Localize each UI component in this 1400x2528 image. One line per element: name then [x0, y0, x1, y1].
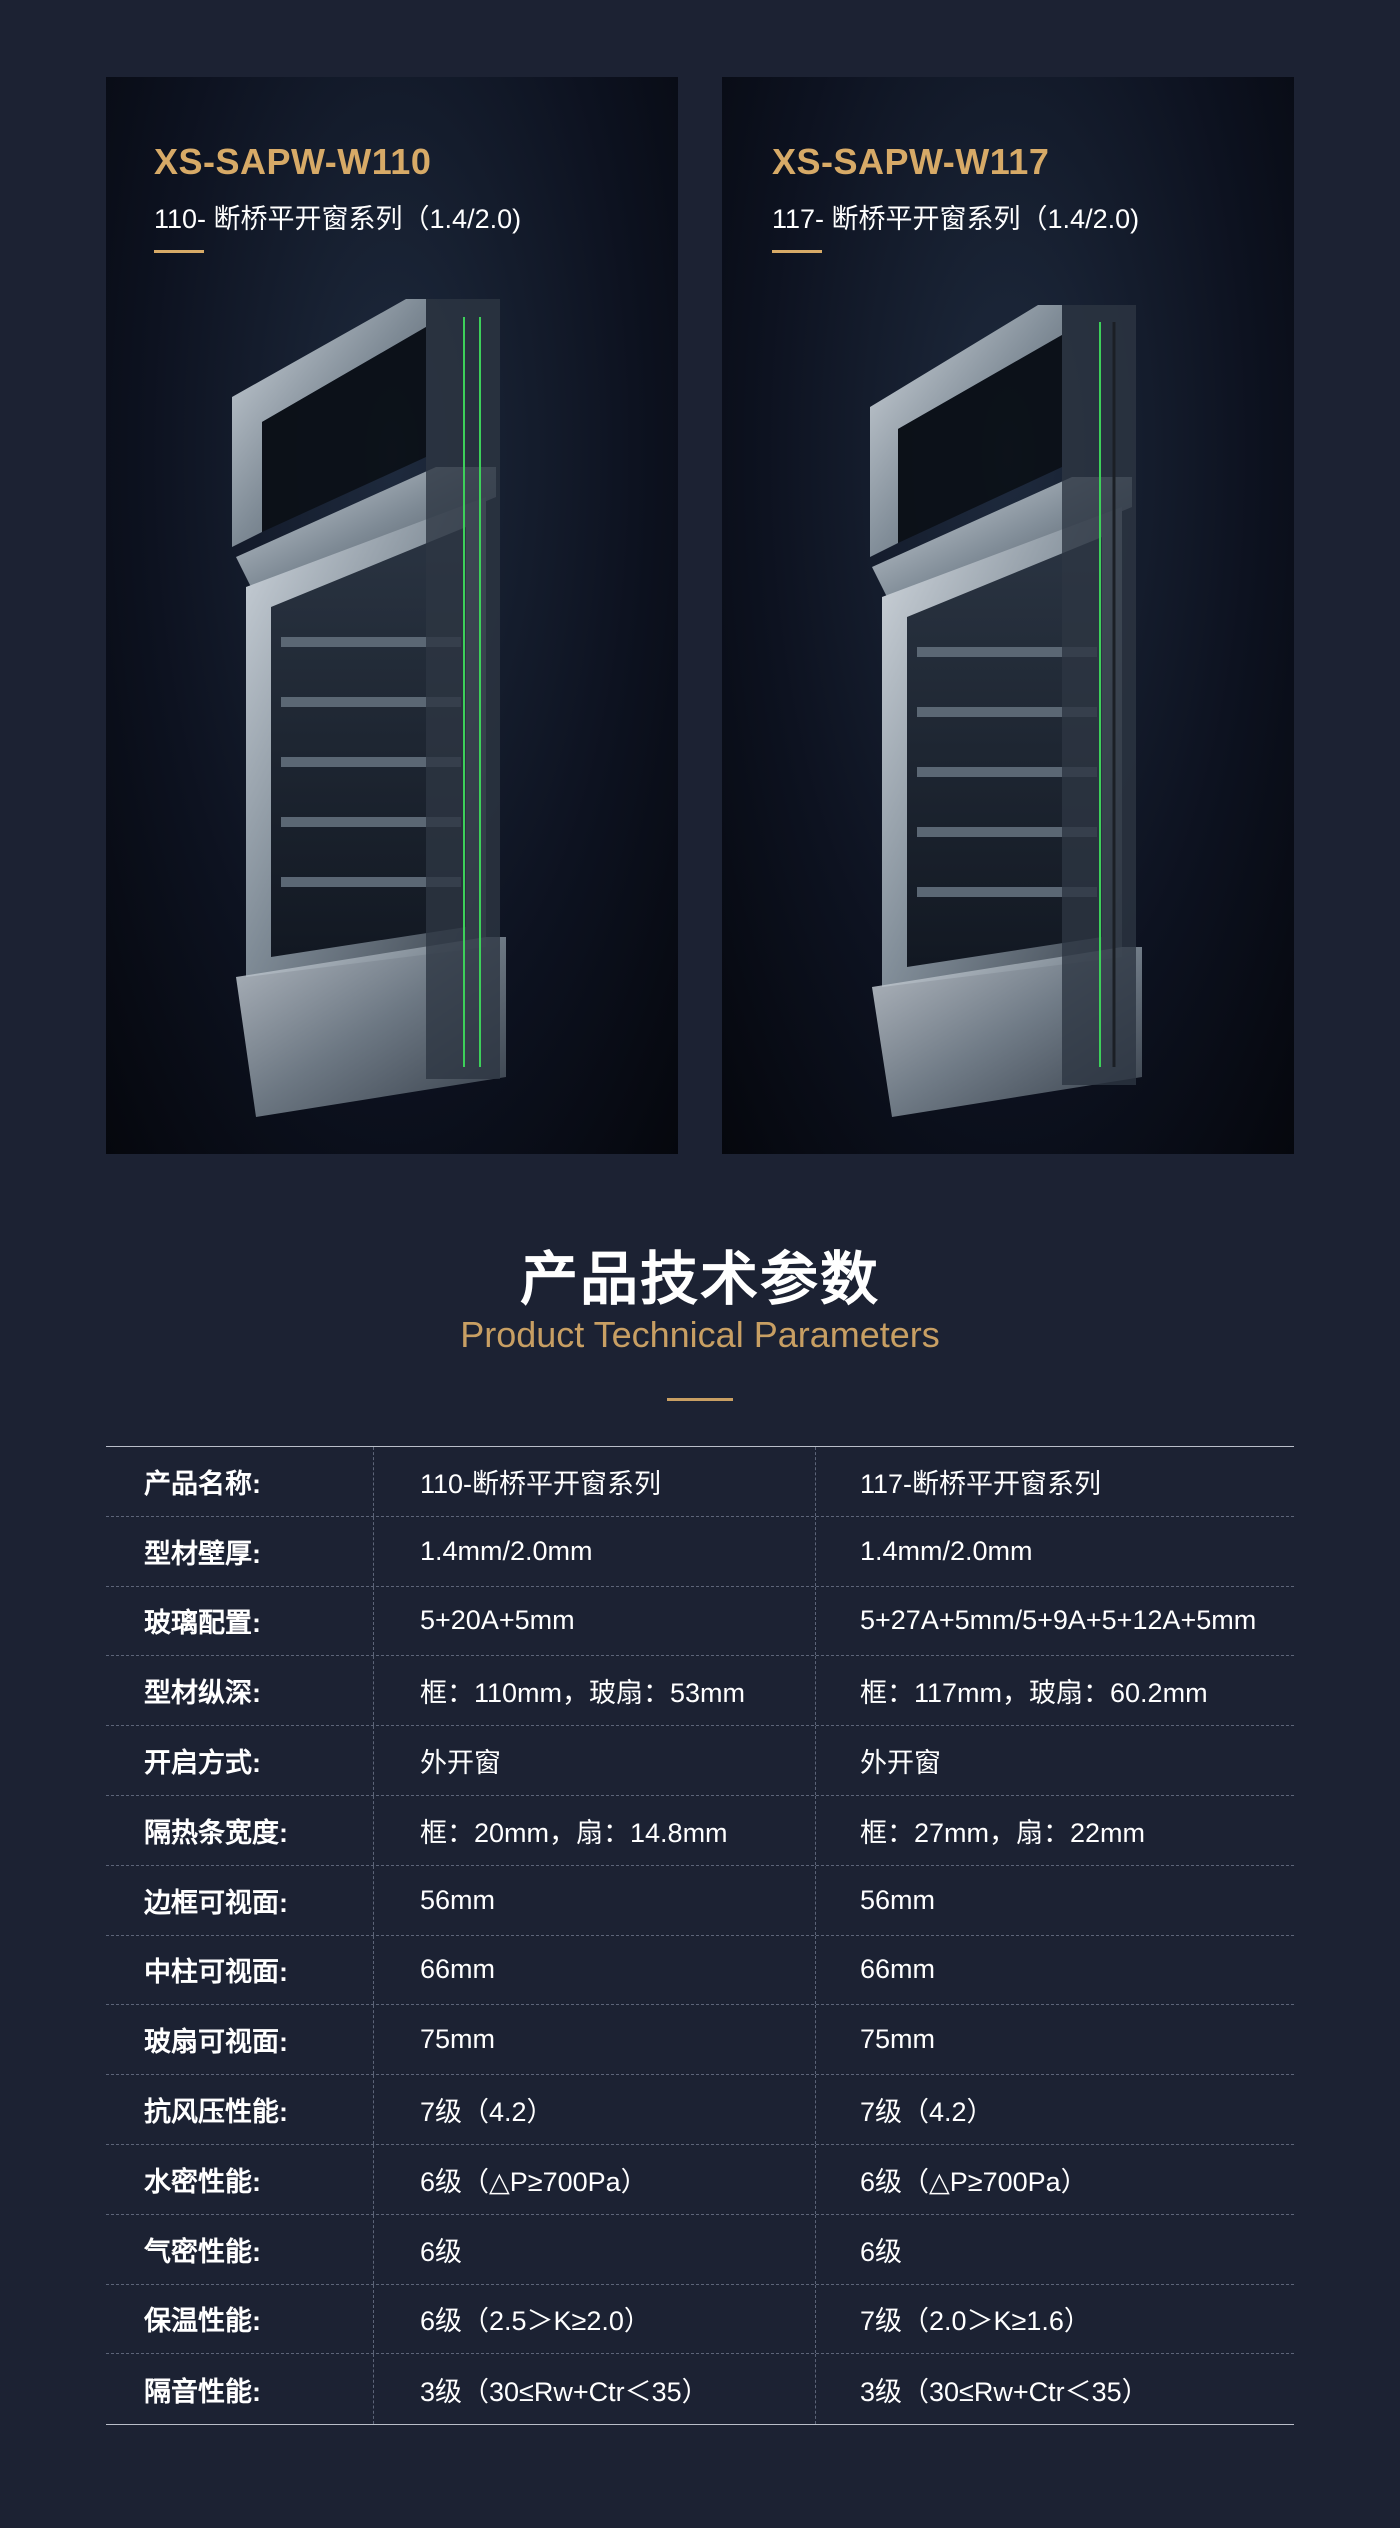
- value-w110: 56mm: [374, 1865, 816, 1935]
- value-w110: 1.4mm/2.0mm: [374, 1516, 816, 1586]
- section-rule: [667, 1398, 733, 1401]
- value-w117: 外开窗: [860, 1748, 941, 1779]
- value-w110: 框：20mm，扇：14.8mm: [374, 1795, 816, 1865]
- window-profile-image: [232, 299, 506, 1117]
- table-row: 产品名称: 110-断桥平开窗系列 117-断桥平开窗系列: [106, 1447, 1294, 1517]
- product-model: XS-SAPW-W110: [154, 141, 432, 182]
- table-row: 玻扇可视面: 75mm 75mm: [106, 2005, 1294, 2076]
- value-w117: 框：27mm，扇：22mm: [860, 1817, 1146, 1848]
- value-w117: 框：117mm，玻扇：60.2mm: [860, 1678, 1208, 1709]
- value-w110: 110-断桥平开窗系列: [374, 1447, 816, 1516]
- parameters-table: 产品名称: 110-断桥平开窗系列 117-断桥平开窗系列 型材壁厚: 1.4m…: [106, 1446, 1294, 2426]
- table-row: 玻璃配置: 5+20A+5mm 5+27A+5mm/5+9A+5+12A+5mm: [106, 1586, 1294, 1657]
- product-series: 110- 断桥平开窗系列（1.4/2.0): [154, 204, 522, 234]
- product-model: XS-SAPW-W117: [772, 141, 1050, 182]
- value-w110: 7级（4.2）: [374, 2075, 816, 2144]
- value-w117: 6级: [860, 2236, 903, 2267]
- table-row: 气密性能: 6级 6级: [106, 2214, 1294, 2285]
- row-label: 玻璃配置:: [106, 1586, 374, 1656]
- table-row: 型材壁厚: 1.4mm/2.0mm 1.4mm/2.0mm: [106, 1516, 1294, 1587]
- section-title-cn: 产品技术参数: [519, 1247, 880, 1312]
- row-label: 中柱可视面:: [106, 1935, 374, 2005]
- table-row: 抗风压性能: 7级（4.2） 7级（4.2）: [106, 2075, 1294, 2145]
- value-w110: 6级（2.5＞K≥2.0）: [374, 2284, 816, 2354]
- table-row: 保温性能: 6级（2.5＞K≥2.0） 7级（2.0＞K≥1.6）: [106, 2284, 1294, 2355]
- section-title-en: Product Technical Parameters: [460, 1314, 940, 1355]
- table-row: 中柱可视面: 66mm 66mm: [106, 1935, 1294, 2006]
- value-w117: 3级（30≤Rw+Ctr＜35）: [860, 2376, 1149, 2407]
- value-w117: 7级（4.2）: [860, 2097, 994, 2128]
- row-label: 抗风压性能:: [106, 2075, 374, 2144]
- table-row: 型材纵深: 框：110mm，玻扇：53mm 框：117mm，玻扇：60.2mm: [106, 1656, 1294, 1727]
- window-profile-image: [870, 305, 1142, 1117]
- row-label: 玻扇可视面:: [106, 2005, 374, 2075]
- row-label: 边框可视面:: [106, 1865, 374, 1935]
- value-w117: 6级（△P≥700Pa）: [860, 2166, 1088, 2197]
- table-row: 开启方式: 外开窗 外开窗: [106, 1726, 1294, 1796]
- accent-rule: [154, 250, 204, 253]
- row-label: 产品名称:: [106, 1447, 374, 1516]
- value-w110: 6级: [374, 2214, 816, 2284]
- row-label: 隔热条宽度:: [106, 1795, 374, 1865]
- row-label: 水密性能:: [106, 2144, 374, 2214]
- value-w117: 117-断桥平开窗系列: [860, 1468, 1102, 1499]
- value-w110: 5+20A+5mm: [374, 1586, 816, 1656]
- value-w110: 75mm: [374, 2005, 816, 2075]
- product-card-w110: XS-SAPW-W110 110- 断桥平开窗系列（1.4/2.0): [106, 77, 678, 1154]
- value-w117: 75mm: [860, 2024, 936, 2055]
- row-label: 隔音性能:: [106, 2354, 374, 2425]
- table-row: 边框可视面: 56mm 56mm: [106, 1865, 1294, 1936]
- value-w117: 7级（2.0＞K≥1.6）: [860, 2306, 1091, 2337]
- product-card-w117: XS-SAPW-W117 117- 断桥平开窗系列（1.4/2.0): [722, 77, 1294, 1154]
- row-label: 气密性能:: [106, 2214, 374, 2284]
- value-w110: 3级（30≤Rw+Ctr＜35）: [374, 2354, 816, 2425]
- row-label: 保温性能:: [106, 2284, 374, 2354]
- value-w117: 66mm: [860, 1954, 936, 1985]
- value-w110: 外开窗: [374, 1726, 816, 1795]
- row-label: 开启方式:: [106, 1726, 374, 1795]
- row-label: 型材壁厚:: [106, 1516, 374, 1586]
- value-w117: 56mm: [860, 1884, 936, 1915]
- value-w110: 框：110mm，玻扇：53mm: [374, 1656, 816, 1726]
- table-row: 水密性能: 6级（△P≥700Pa） 6级（△P≥700Pa）: [106, 2144, 1294, 2215]
- table-row: 隔热条宽度: 框：20mm，扇：14.8mm 框：27mm，扇：22mm: [106, 1795, 1294, 1866]
- value-w110: 6级（△P≥700Pa）: [374, 2144, 816, 2214]
- table-row: 隔音性能: 3级（30≤Rw+Ctr＜35） 3级（30≤Rw+Ctr＜35）: [106, 2354, 1294, 2425]
- value-w117: 5+27A+5mm/5+9A+5+12A+5mm: [860, 1605, 1257, 1636]
- accent-rule: [772, 250, 822, 253]
- value-w117: 1.4mm/2.0mm: [860, 1535, 1033, 1566]
- product-series: 117- 断桥平开窗系列（1.4/2.0): [772, 204, 1140, 234]
- value-w110: 66mm: [374, 1935, 816, 2005]
- row-label: 型材纵深:: [106, 1656, 374, 1726]
